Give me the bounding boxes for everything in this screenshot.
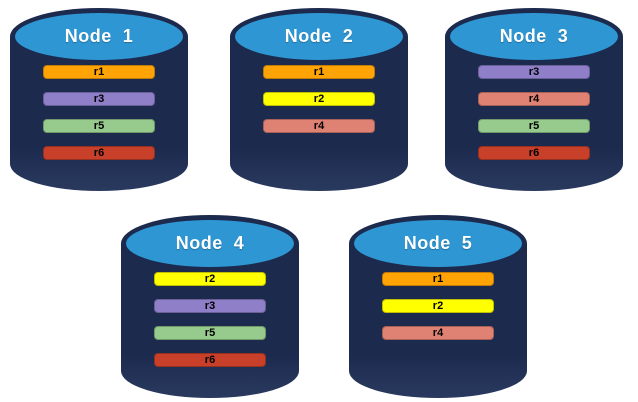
replica-bar: r4 — [263, 119, 375, 133]
replica-bars: r2 r3 r5 r6 — [121, 272, 299, 367]
node-title: Node 2 — [284, 26, 354, 46]
replica-bar: r5 — [154, 326, 266, 340]
replica-bar: r1 — [43, 65, 155, 79]
replica-bars: r1 r2 r4 — [349, 272, 527, 340]
replica-bar: r3 — [478, 65, 590, 79]
replica-bar: r1 — [382, 272, 494, 286]
replica-bar: r4 — [382, 326, 494, 340]
replica-bar: r6 — [478, 146, 590, 160]
cylinder-top: Node 4 — [121, 215, 299, 272]
replica-bar: r1 — [263, 65, 375, 79]
node-title: Node 1 — [64, 26, 134, 46]
node-cylinder: Node 5 r1 r2 r4 — [349, 215, 527, 398]
node-cylinder: Node 4 r2 r3 r5 r6 — [121, 215, 299, 398]
replica-bar: r3 — [154, 299, 266, 313]
cylinder-top: Node 5 — [349, 215, 527, 272]
replica-bar: r3 — [43, 92, 155, 106]
node-title: Node 5 — [403, 233, 473, 253]
node-title: Node 4 — [175, 233, 245, 253]
node-title: Node 3 — [499, 26, 569, 46]
node-cylinder: Node 2 r1 r2 r4 — [230, 8, 408, 191]
replica-bar: r2 — [154, 272, 266, 286]
node-cylinder: Node 3 r3 r4 r5 r6 — [445, 8, 623, 191]
replica-bars: r1 r3 r5 r6 — [10, 65, 188, 160]
replica-bar: r5 — [478, 119, 590, 133]
cylinder-top: Node 3 — [445, 8, 623, 65]
cylinder-top: Node 2 — [230, 8, 408, 65]
node-cylinder: Node 1 r1 r3 r5 r6 — [10, 8, 188, 191]
replica-bars: r1 r2 r4 — [230, 65, 408, 133]
replica-bar: r5 — [43, 119, 155, 133]
replica-bar: r2 — [263, 92, 375, 106]
replica-bar: r6 — [154, 353, 266, 367]
replica-bar: r4 — [478, 92, 590, 106]
replica-bars: r3 r4 r5 r6 — [445, 65, 623, 160]
replica-bar: r2 — [382, 299, 494, 313]
replica-bar: r6 — [43, 146, 155, 160]
cylinder-top: Node 1 — [10, 8, 188, 65]
